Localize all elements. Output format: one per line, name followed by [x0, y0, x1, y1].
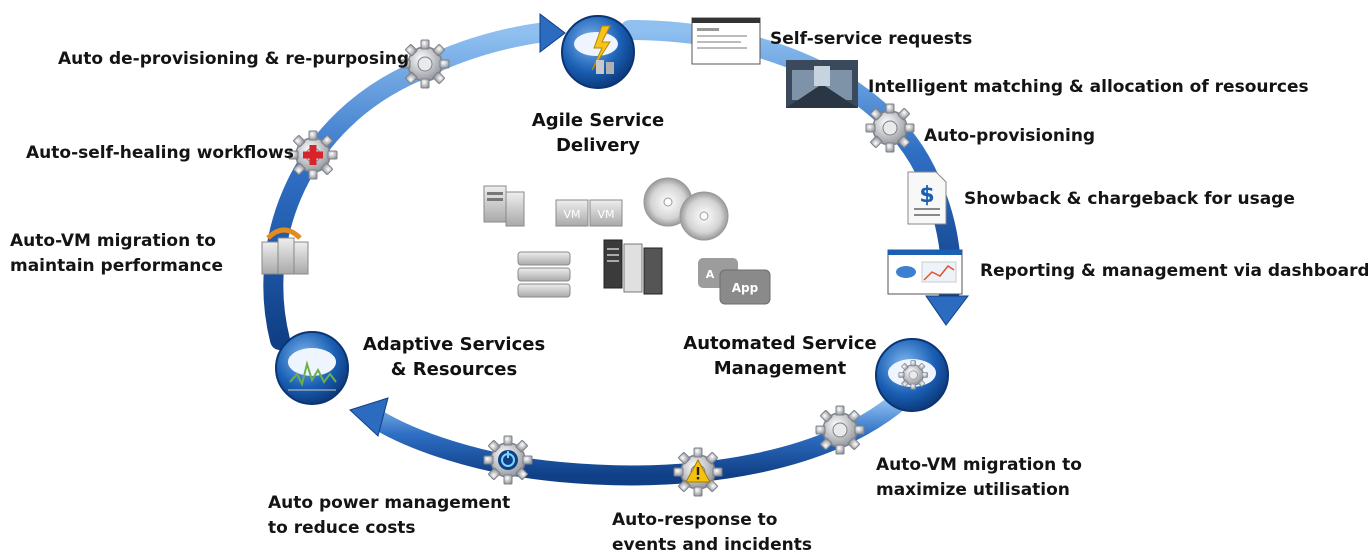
label-auto-provisioning: Auto-provisioning [924, 126, 1096, 146]
app-label: App [732, 281, 759, 295]
self-service-screenshot-icon [691, 17, 761, 65]
gear-icon-vm-maximize [815, 405, 865, 455]
hub-agile-title: Agile Service Delivery [508, 108, 688, 158]
hub-adaptive-icon [275, 331, 349, 405]
label-auto-response-line1: Auto-response to [612, 510, 778, 530]
vm-boxes-icon: VM VM [555, 199, 623, 227]
server-migration-icon [261, 227, 309, 275]
hub-adaptive-title: Adaptive Services & Resources [344, 332, 564, 382]
gear-cross-icon [288, 130, 338, 180]
hub-automated-title: Automated Service Management [652, 331, 908, 381]
arrow-head-top [539, 12, 566, 54]
svg-text:$: $ [919, 183, 934, 208]
hub-adaptive-line1: Adaptive Services [362, 334, 546, 355]
hub-automated-line1: Automated Service [683, 333, 877, 354]
label-auto-vm-maximize-line1: Auto-VM migration to [876, 455, 1082, 475]
label-auto-vm-performance-line2: maintain performance [10, 256, 223, 276]
gear-power-icon [483, 435, 533, 485]
label-self-service: Self-service requests [770, 29, 973, 49]
label-showback: Showback & chargeback for usage [964, 189, 1295, 209]
label-auto-vm-maximize: Auto-VM migration to maximize utilisatio… [876, 453, 1082, 503]
hub-adaptive-line2: & Resources [390, 359, 518, 380]
hub-automated-line2: Management [713, 358, 847, 379]
hub-automated-icon [875, 338, 949, 412]
label-deprovisioning: Auto de-provisioning & re-purposing [58, 49, 410, 69]
label-self-healing: Auto-self-healing workflows [26, 143, 294, 163]
label-auto-vm-performance-line1: Auto-VM migration to [10, 231, 216, 251]
dashboard-screenshot-icon [887, 249, 963, 295]
label-auto-response-line2: events and incidents [612, 535, 812, 555]
datacenter-photo-icon [786, 60, 858, 108]
server-cluster-icon [603, 239, 663, 295]
label-auto-vm-maximize-line2: maximize utilisation [876, 480, 1070, 500]
vm-label-2: VM [597, 208, 614, 221]
hub-agile-line1: Agile Service [531, 110, 665, 131]
arrow-head-bottom [349, 397, 389, 437]
gear-icon-provisioning [865, 103, 915, 153]
label-auto-response: Auto-response to events and incidents [612, 508, 812, 558]
app-back-label: A [706, 268, 715, 281]
server-rack-icon [483, 185, 525, 227]
label-auto-power: Auto power management to reduce costs [268, 491, 510, 541]
label-auto-power-line1: Auto power management [268, 493, 511, 513]
hub-agile-icon [561, 15, 635, 89]
disc-icon [643, 177, 729, 241]
label-intelligent-matching: Intelligent matching & allocation of res… [868, 77, 1309, 97]
gear-alert-icon [673, 447, 723, 497]
invoice-dollar-icon: $ [907, 171, 947, 225]
arrow-head-right [925, 295, 970, 326]
hub-agile-line2: Delivery [555, 135, 641, 156]
label-reporting: Reporting & management via dashboard [980, 261, 1368, 281]
storage-stack-icon [517, 251, 571, 298]
label-auto-vm-performance: Auto-VM migration to maintain performanc… [10, 229, 223, 279]
app-icon: A App [698, 258, 771, 305]
vm-label-1: VM [563, 208, 580, 221]
label-auto-power-line2: to reduce costs [268, 518, 416, 538]
